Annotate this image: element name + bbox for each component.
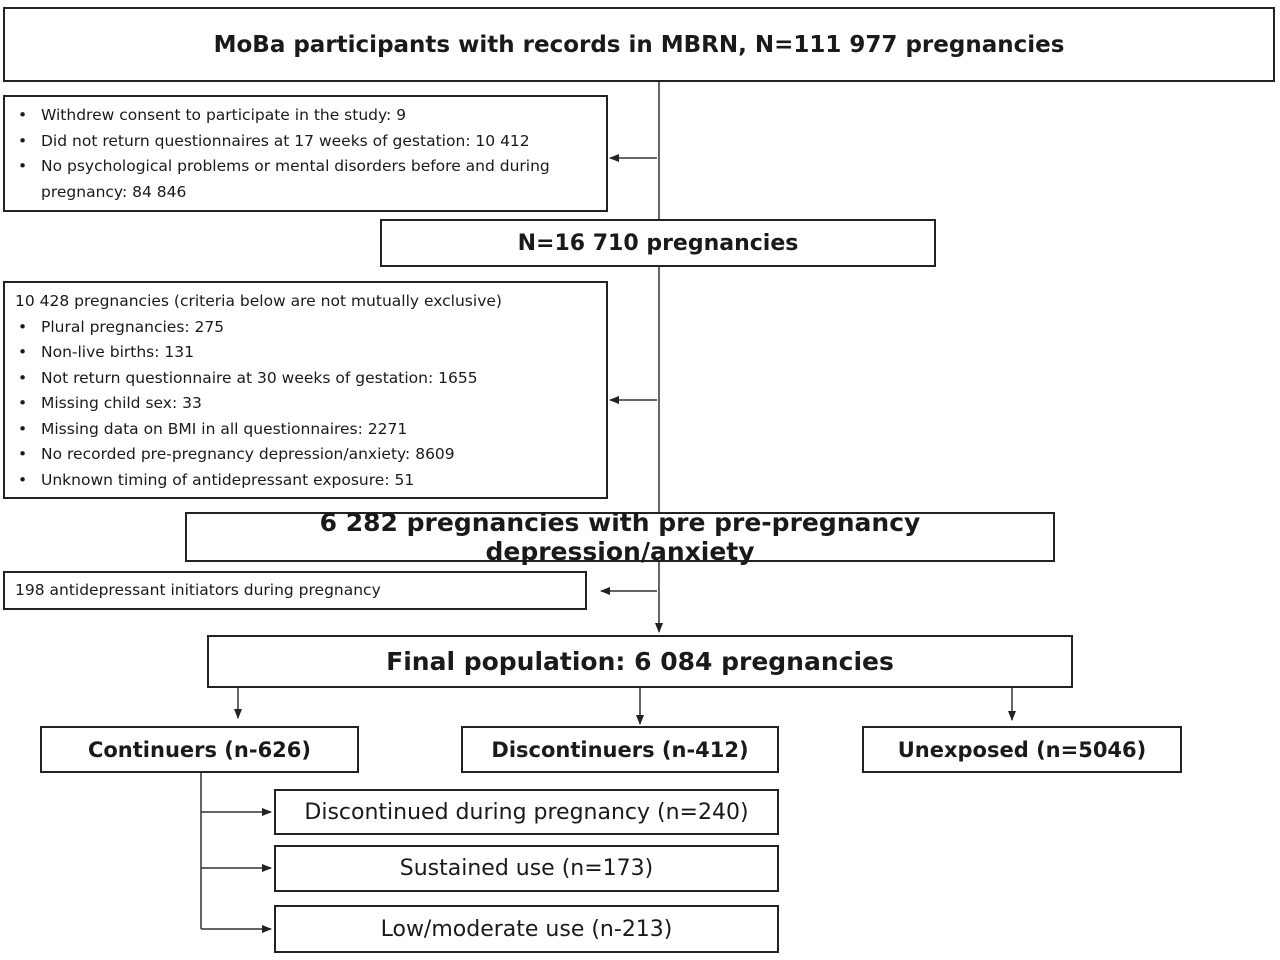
exclusion2-item: No recorded pre-pregnancy depression/anx… [15,442,596,468]
unexposed-label: Unexposed (n=5046) [897,737,1147,762]
step2-box: N=16 710 pregnancies [380,219,936,267]
low-moderate-use-label: Low/moderate use (n-213) [380,916,673,942]
discontinued-during-pregnancy-box: Discontinued during pregnancy (n=240) [274,789,779,835]
exclusion1-box: Withdrew consent to participate in the s… [3,95,608,212]
exclusion2-item: Plural pregnancies: 275 [15,315,596,341]
exclusion3-label: 198 antidepressant initiators during pre… [15,580,381,599]
top-box-label: MoBa participants with records in MBRN, … [213,31,1065,58]
exclusion2-item: Non-live births: 131 [15,340,596,366]
discontinuers-box: Discontinuers (n-412) [461,726,779,773]
discontinued-during-pregnancy-label: Discontinued during pregnancy (n=240) [304,799,749,825]
exclusion1-item: Withdrew consent to participate in the s… [15,103,596,129]
exclusion2-item: Missing data on BMI in all questionnaire… [15,417,596,443]
exclusion1-item: Did not return questionnaires at 17 week… [15,129,596,155]
step3-box: 6 282 pregnancies with pre pre-pregnancy… [185,508,1055,566]
exclusion2-item: Not return questionnaire at 30 weeks of … [15,366,596,392]
step3-label: 6 282 pregnancies with pre pre-pregnancy… [319,508,921,566]
exclusion2-item: Missing child sex: 33 [15,391,596,417]
unexposed-box: Unexposed (n=5046) [862,726,1182,773]
exclusion2-intro: 10 428 pregnancies (criteria below are n… [15,292,502,310]
discontinuers-label: Discontinuers (n-412) [491,737,749,762]
top-box: MoBa participants with records in MBRN, … [3,7,1275,82]
continuers-label: Continuers (n-626) [87,737,312,762]
sustained-use-label: Sustained use (n=173) [399,856,654,881]
exclusion3-box: 198 antidepressant initiators during pre… [3,571,587,610]
exclusion2-box: 10 428 pregnancies (criteria below are n… [3,281,608,499]
step2-label: N=16 710 pregnancies [517,230,799,256]
continuers-box: Continuers (n-626) [40,726,359,773]
low-moderate-use-box: Low/moderate use (n-213) [274,905,779,953]
final-population-label: Final population: 6 084 pregnancies [386,647,894,676]
final-population-box: Final population: 6 084 pregnancies [207,635,1073,688]
exclusion2-item: Unknown timing of antidepressant exposur… [15,468,596,494]
sustained-use-box: Sustained use (n=173) [274,845,779,892]
exclusion1-item: No psychological problems or mental diso… [15,154,596,205]
